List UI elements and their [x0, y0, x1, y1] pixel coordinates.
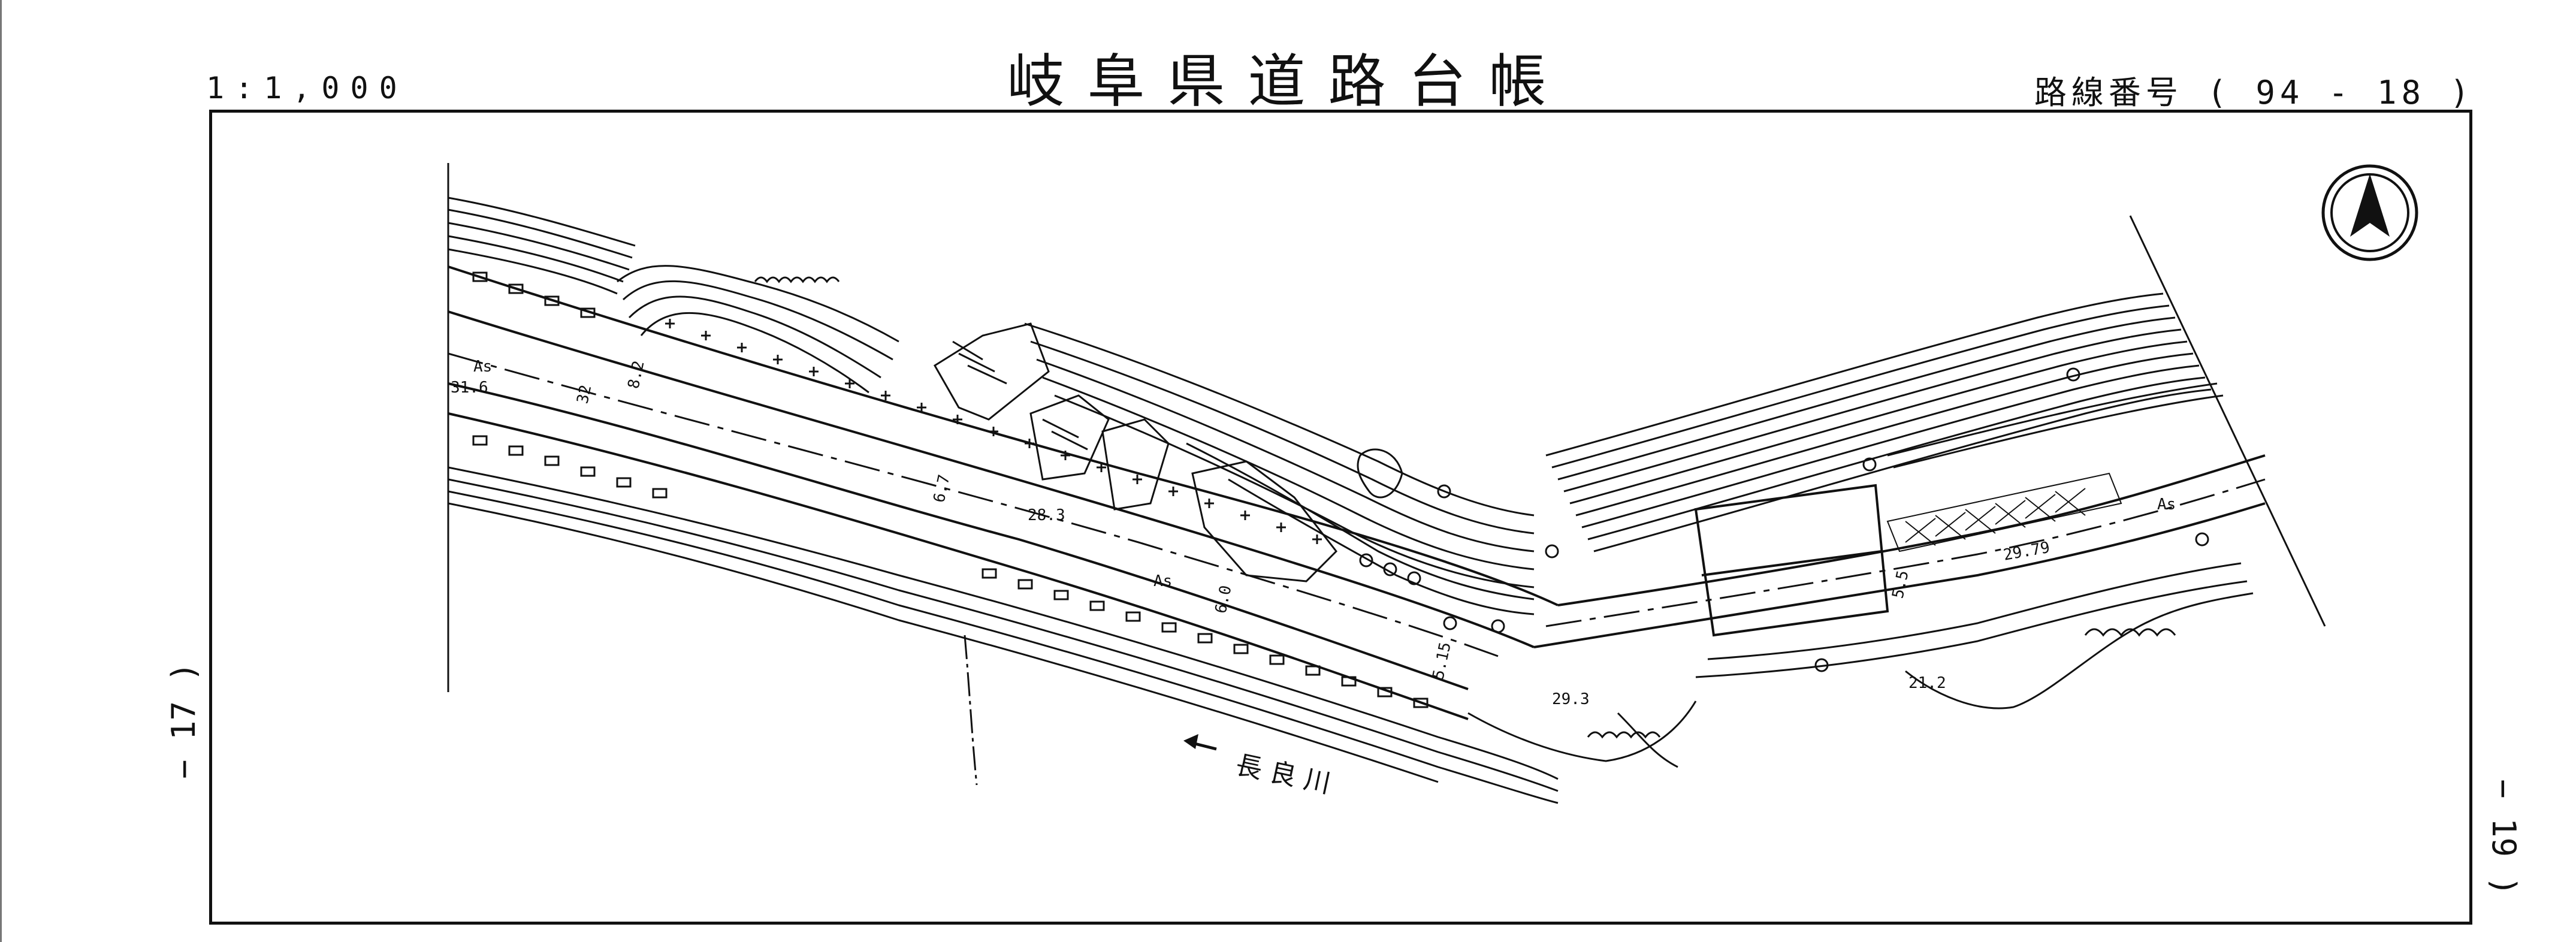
- route-number: 路線番号 ( 94 - 18 ): [2034, 74, 2474, 111]
- embankment-hatch: [665, 319, 1322, 544]
- map-frame: [209, 110, 2472, 925]
- elevation-label: 31.6: [451, 379, 488, 397]
- bridge-structure: [1694, 484, 1889, 637]
- river-flow-arrow: [1183, 734, 1217, 751]
- roadside-markers: [1359, 367, 2209, 672]
- width-label: 5.15: [1430, 641, 1455, 681]
- sheet-title: 岐阜県道路台帳: [1007, 48, 1569, 115]
- width-label: 8.2: [625, 359, 648, 390]
- riverbank-contours: [448, 466, 2254, 804]
- road-carriageway: [448, 265, 2266, 720]
- terrain-contours-upper: [448, 197, 2224, 615]
- north-arrow-icon: [2321, 164, 2418, 261]
- fence-lattice: [1886, 472, 2122, 552]
- pavement-label: As: [2157, 496, 2176, 514]
- width-label: 6.7: [931, 473, 954, 504]
- width-label: 6.0: [1212, 584, 1236, 615]
- elevation-label: 32: [574, 384, 596, 406]
- revetment-edge: [754, 276, 2176, 739]
- pavement-label: As: [473, 358, 492, 376]
- road-ditch-marks: [472, 271, 1429, 708]
- river-name-label: 長 良 川: [1233, 750, 1333, 799]
- elevation-label: 21.2: [1908, 674, 1946, 692]
- elevation-label: 29.3: [1552, 690, 1590, 708]
- page-edge: [0, 0, 2, 942]
- elevation-label: 28.3: [1028, 506, 1065, 524]
- pavement-label: As: [1153, 572, 1172, 590]
- width-label: 5.5: [1889, 569, 1913, 600]
- cut-slope-areas: [933, 322, 1403, 582]
- sheet-cut-lines: [447, 163, 2326, 786]
- map-annotations: 長 良 川 31.6 32 28.3 29.3 29.79 21.2 8.2 6…: [451, 358, 2176, 799]
- map-scale: 1:1,000: [206, 71, 408, 105]
